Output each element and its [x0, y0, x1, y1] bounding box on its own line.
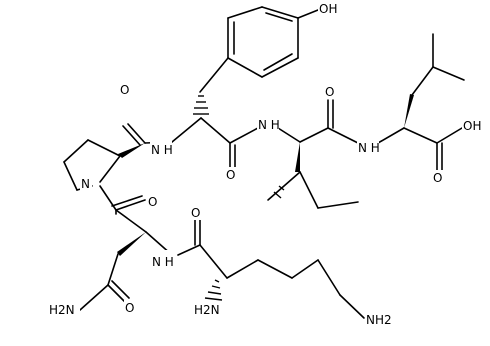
isoleucine-carbonyl-oxygen-label: O: [325, 85, 334, 99]
lysine-epsilon-amine-label: NH2: [366, 313, 392, 327]
lysine-carbonyl-oxygen-label: O: [191, 206, 200, 220]
proline-carbonyl: [118, 123, 173, 158]
leucine-residue: [377, 33, 465, 171]
tyr-ile-amide-nh-label: N H: [258, 118, 280, 132]
lysine-alpha-amine-label: H2N: [194, 303, 220, 317]
asparagine-amide-oxygen-label: O: [125, 301, 134, 315]
proline-asparagine-amide: [111, 195, 147, 233]
proline-carbonyl-oxygen-label: O: [120, 83, 129, 97]
proline-nitrogen-label: N: [81, 177, 90, 191]
phenol-hydroxyl-label: OH: [319, 2, 337, 16]
tyrosine-carbonyl-oxygen-label: O: [226, 168, 235, 182]
pro-asn-carbonyl-oxygen-label: O: [148, 195, 157, 209]
ile-leu-amide-nh-label: N H: [358, 141, 380, 155]
asparagine-amide-nh2-label: H2N: [49, 303, 75, 317]
isoleucine-residue: [267, 99, 359, 209]
tyrosine-backbone: [171, 57, 259, 169]
pro-tyr-amide-nh-label: N H: [151, 143, 173, 157]
proline-ring: [63, 139, 121, 211]
lysine-residue: [177, 217, 365, 319]
carboxylic-acid-oxygen-label: O: [433, 171, 442, 185]
atom-labels: OH O N H N O O N H O N H OH O H2N O N H …: [48, 1, 485, 327]
tyrosine-ring: [227, 6, 319, 78]
asn-lys-amide-nh-label: N H: [152, 255, 174, 269]
carboxylic-acid-hydroxyl-label: OH: [463, 119, 481, 133]
